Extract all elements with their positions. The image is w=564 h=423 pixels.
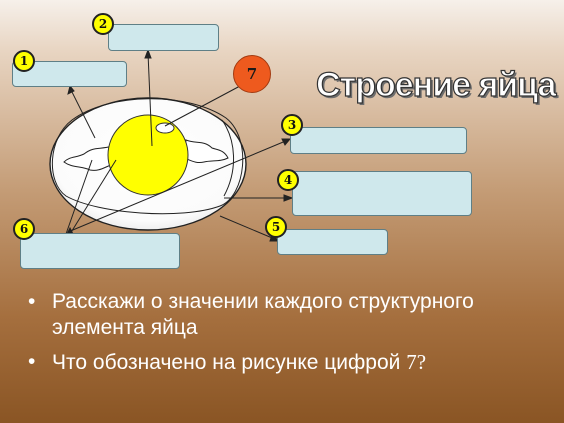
- yolk: [107, 114, 189, 196]
- germinal-disc: [155, 122, 175, 134]
- pointer-line-1: [69, 87, 96, 139]
- pointer-line-6b: [69, 159, 117, 235]
- bullet-list: Расскажи о значении каждого структурного…: [28, 289, 558, 384]
- marker-3: 3: [281, 114, 303, 136]
- marker-2: 2: [92, 13, 114, 35]
- label-box-5: [277, 229, 388, 255]
- marker-5: 5: [265, 216, 287, 238]
- pointer-arrow-4: [283, 194, 294, 202]
- pointer-line-7: [164, 85, 241, 127]
- label-box-6: [20, 233, 180, 269]
- pointer-line-6a: [65, 159, 93, 235]
- pointer-arrow-2: [144, 48, 152, 59]
- air-chamber: [221, 119, 234, 197]
- shell-membrane: [52, 98, 244, 215]
- chalaza-right: [183, 139, 229, 163]
- bullet-item-2: Что обозначено на рисунке цифрой 7?: [28, 349, 558, 376]
- bullet-item-1: Расскажи о значении каждого структурного…: [28, 289, 558, 341]
- slide-title: Строение яйца: [315, 65, 557, 104]
- marker-4: 4: [277, 169, 299, 191]
- pointer-line-3: [67, 139, 289, 233]
- label-box-1: [12, 61, 127, 87]
- marker-1: 1: [13, 50, 35, 72]
- pointer-arrow-1: [67, 84, 75, 95]
- bullet-item-2-text: Что обозначено на рисунке цифрой: [52, 351, 407, 374]
- bullet-item-2-number: 7?: [406, 350, 427, 374]
- pointer-arrow-3: [281, 138, 292, 146]
- chalaza-left: [63, 145, 115, 171]
- pointer-line-5: [219, 215, 278, 241]
- marker-7: 7: [233, 55, 271, 93]
- label-box-4: [292, 171, 472, 216]
- label-box-3: [290, 127, 467, 154]
- pointer-line-2: [147, 52, 153, 147]
- label-box-2: [108, 24, 219, 51]
- bullet-item-1-text: Расскажи о значении каждого структурного…: [52, 290, 474, 339]
- marker-6: 6: [13, 218, 35, 240]
